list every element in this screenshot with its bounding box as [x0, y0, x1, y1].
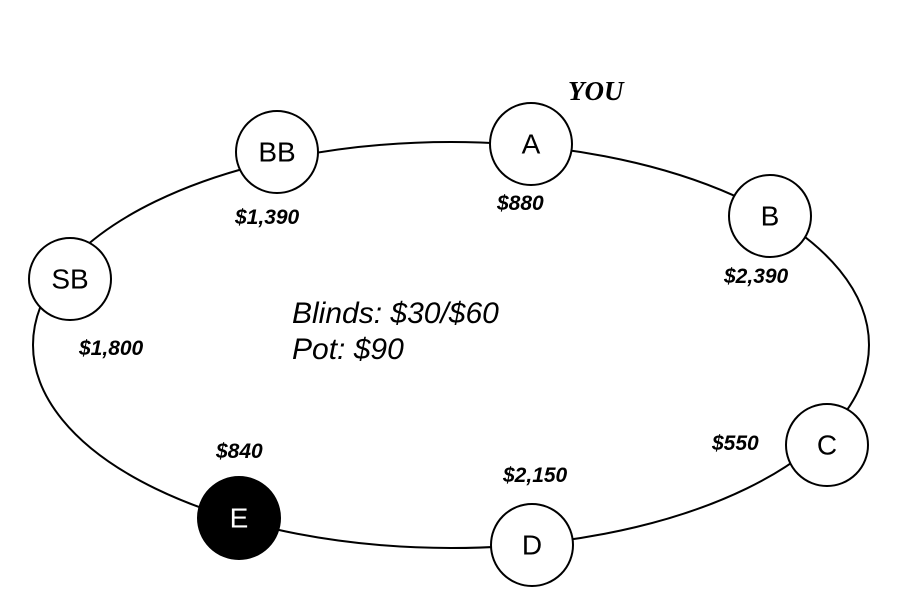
seat-sb-stack: $1,800	[78, 337, 144, 360]
seat-e-circle	[197, 476, 281, 560]
seat-d-stack: $2,150	[502, 464, 568, 487]
seat-c: C	[785, 403, 869, 487]
seat-c-circle	[785, 403, 869, 487]
seat-a-label: A	[522, 129, 541, 160]
seat-bb: BB	[235, 110, 319, 194]
seat-a-circle	[489, 102, 573, 186]
table-info: Blinds: $30/$60 Pot: $90	[292, 296, 499, 368]
seat-sb-circle	[28, 237, 112, 321]
seat-bb-circle	[235, 110, 319, 194]
seat-bb-stack: $1,390	[234, 206, 300, 229]
seat-sb: SB	[28, 237, 112, 321]
you-label: YOU	[568, 76, 625, 106]
seat-b: B	[728, 174, 812, 258]
blinds-text: Blinds: $30/$60	[292, 297, 499, 330]
seat-d-circle	[490, 503, 574, 587]
seat-e-label: E	[230, 503, 249, 534]
seat-d-label: D	[522, 530, 542, 561]
seat-c-label: C	[817, 430, 837, 461]
seat-sb-label: SB	[51, 264, 88, 295]
seat-d: D	[490, 503, 574, 587]
seat-a: A	[489, 102, 573, 186]
seat-b-stack: $2,390	[723, 265, 789, 288]
table-outline	[32, 141, 870, 549]
seat-b-label: B	[761, 201, 780, 232]
seat-b-circle	[728, 174, 812, 258]
seat-a-stack: $880	[496, 192, 544, 215]
seat-bb-label: BB	[258, 137, 295, 168]
pot-text: Pot: $90	[292, 333, 404, 366]
seat-e: E	[197, 476, 281, 560]
seat-e-stack: $840	[215, 440, 263, 463]
seat-c-stack: $550	[711, 432, 759, 455]
